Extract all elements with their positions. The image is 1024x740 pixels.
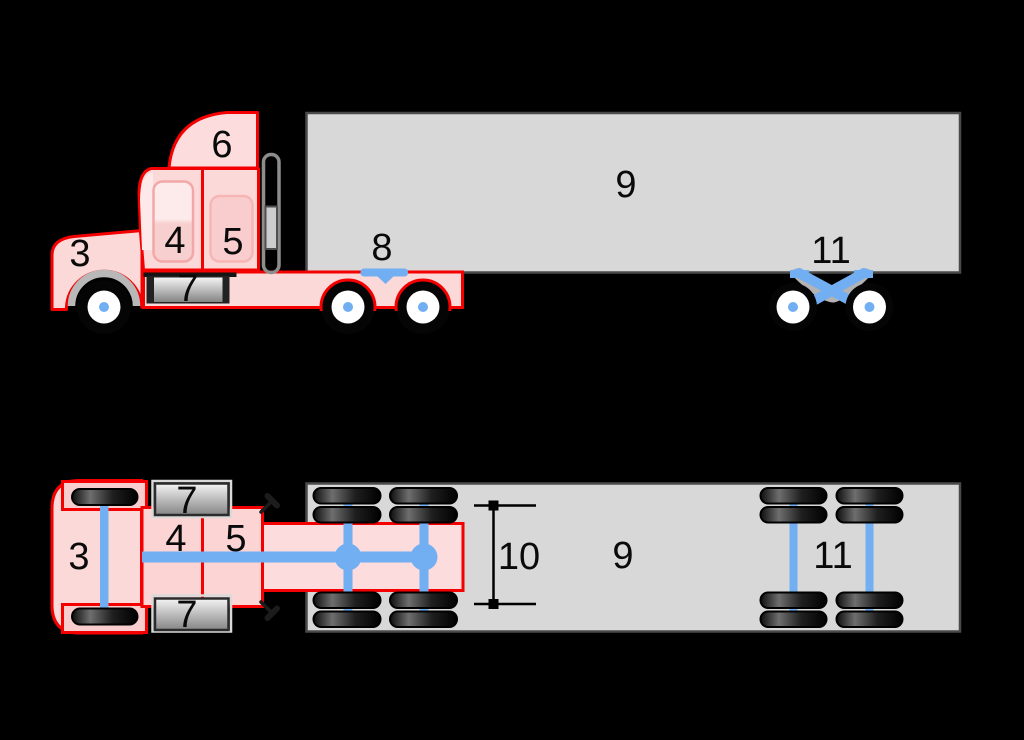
tire [835, 506, 904, 524]
wheel-arch-outlines [319, 278, 452, 311]
tire [389, 610, 458, 628]
tire [835, 610, 904, 628]
fuel-tank-top-right [153, 597, 230, 632]
tire [835, 487, 904, 505]
top-view: 3 4 5 7 7 9 10 11 [50, 479, 962, 636]
tire [312, 487, 382, 505]
fifth-wheel-plate [360, 268, 408, 277]
tire [389, 487, 458, 505]
dim-square-top [488, 500, 499, 511]
front-tire-right [71, 607, 139, 626]
side-label-8: 8 [371, 227, 392, 269]
side-label-11: 11 [811, 230, 850, 272]
side-label-5: 5 [222, 221, 243, 263]
trailer-side [305, 111, 962, 274]
front-axle [100, 497, 109, 617]
drive-tires-top [312, 487, 458, 628]
suspension-arm-a [794, 268, 854, 305]
door-window [152, 180, 195, 263]
mirror-head [264, 605, 280, 621]
differential-2 [410, 543, 438, 571]
mirror-left [259, 493, 280, 514]
windshield [140, 173, 153, 250]
trailer-wheel-rear [845, 283, 894, 331]
exhaust-pipe [261, 152, 281, 275]
sleeper-window [209, 194, 254, 263]
top-label-7b: 7 [176, 594, 197, 636]
arch-outline-2 [394, 278, 452, 311]
fuel-tank-side [154, 277, 223, 302]
differential-1 [334, 543, 362, 571]
fifth-wheel-notch [377, 276, 394, 284]
side-label-7: 7 [177, 268, 198, 310]
mirror-right [259, 600, 280, 621]
trailer-tires-top [759, 487, 904, 628]
trailer-axle-2 [865, 497, 874, 617]
track-width-dimension [474, 500, 536, 609]
top-label-3: 3 [68, 536, 89, 578]
mirror-head [264, 493, 280, 509]
driveshaft [142, 551, 425, 563]
side-view: 3 4 5 6 7 8 9 11 [50, 111, 962, 334]
exhaust-muffler [264, 205, 278, 250]
hub [864, 302, 875, 312]
front-tire-left [71, 488, 139, 506]
fuel-tank-top-left [153, 482, 230, 517]
arch-outline-1 [319, 278, 377, 311]
tire [389, 591, 458, 609]
trailer-axle-1 [789, 497, 798, 617]
dim-square-bottom [488, 599, 499, 609]
tire [759, 591, 828, 609]
tire [312, 610, 382, 628]
tank-rim-right [151, 594, 233, 633]
top-label-4: 4 [165, 518, 186, 560]
hub [788, 302, 798, 312]
tank-bracket [143, 272, 237, 277]
top-label-9: 9 [612, 535, 633, 577]
top-label-11: 11 [813, 535, 852, 577]
tire [759, 610, 828, 628]
tire [312, 506, 382, 524]
tire [389, 506, 458, 524]
top-label-7a: 7 [176, 480, 197, 522]
drive-hub-2 [418, 302, 428, 312]
side-label-6: 6 [211, 124, 232, 166]
front-hub [99, 302, 109, 312]
side-label-9: 9 [615, 164, 636, 206]
side-label-3: 3 [69, 233, 90, 275]
tire [759, 487, 828, 505]
tire [759, 506, 828, 524]
tire [835, 591, 904, 609]
side-label-4: 4 [164, 220, 185, 262]
tank-rim-left [151, 479, 233, 519]
top-label-5: 5 [225, 518, 246, 560]
tire [312, 591, 382, 609]
top-label-10: 10 [498, 536, 540, 578]
roof-fairing [167, 111, 259, 170]
suspension-arm-b [810, 268, 869, 305]
trailer-suspension [790, 268, 873, 305]
trailer-wheel-front [769, 283, 817, 331]
drive-hub-1 [343, 302, 353, 312]
front-fender-lining [67, 269, 141, 307]
